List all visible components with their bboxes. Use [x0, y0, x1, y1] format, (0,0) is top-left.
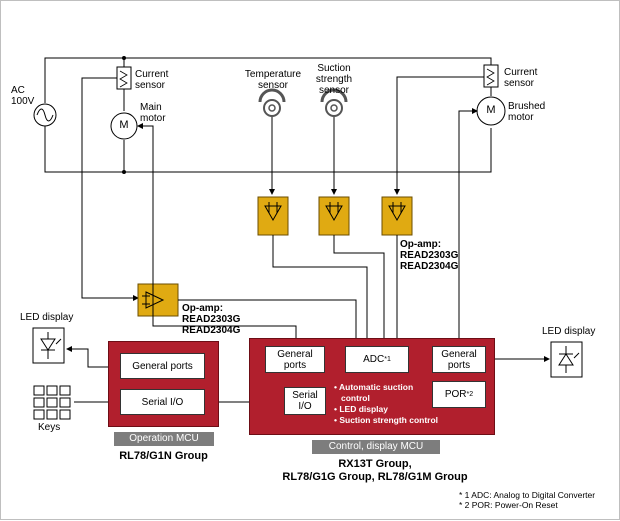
led-display-right-label: LED display	[542, 326, 596, 337]
footnote-por: * 2 POR: Power-On Reset	[459, 500, 558, 510]
brushed-motor-line1: Brushed	[508, 101, 546, 112]
control-mcu-por: POR*2	[432, 381, 486, 408]
main-motor-line1: Main	[140, 102, 162, 113]
ac-power-wiring	[44, 57, 492, 173]
main-motor-symbol: M	[119, 119, 129, 131]
current-sensor-left-line2: sensor	[135, 80, 166, 91]
keys-label: Keys	[38, 422, 61, 433]
feature-item: • Suction strength control	[334, 415, 439, 425]
current-sensor-right-label: Current sensor	[504, 67, 537, 89]
led-display-left-icon	[32, 327, 65, 364]
keys-icon	[33, 385, 71, 420]
opamp-lower-line3: READ2304G	[182, 325, 241, 336]
ac-source-icon	[33, 103, 57, 127]
junction-dots	[122, 56, 126, 174]
control-mcu-serial-io: Serial I/O	[284, 387, 326, 415]
control-mcu-tag: Control, display MCU	[312, 440, 440, 454]
control-mcu-group-line2: RL78/G1G Group, RL78/G1M Group	[282, 471, 468, 483]
feature-item: • Automatic suction	[334, 382, 414, 392]
control-mcu-features: • Automatic suction control • LED displa…	[334, 382, 438, 426]
suction-sensor-line3: sensor	[318, 85, 349, 96]
serial-io-line1: Serial	[292, 390, 318, 401]
main-motor-line2: motor	[140, 113, 166, 124]
current-sensor-left-line1: Current	[135, 69, 169, 80]
control-mcu-group-line1: RX13T Group,	[338, 458, 412, 470]
current-sensor-right-line1: Current	[504, 67, 538, 78]
opamp-upper-line3: READ2304G	[400, 261, 459, 272]
opamp-main-current	[137, 283, 179, 317]
brushed-motor-line2: motor	[508, 112, 534, 123]
temperature-sensor-line1: Temperature	[244, 69, 302, 80]
led-display-right-icon	[550, 341, 583, 378]
opamp-suction	[318, 196, 350, 236]
current-sensor-right-icon	[483, 64, 499, 88]
brushed-motor-symbol: M	[486, 104, 496, 116]
feature-item: control	[341, 393, 370, 403]
ac-label: AC 100V	[11, 85, 34, 107]
opamp-lower-line2: READ2303G	[182, 314, 241, 325]
operation-mcu-serial-io: Serial I/O	[120, 389, 205, 415]
operation-mcu-general-ports: General ports	[120, 353, 205, 379]
ac-label-line1: AC	[11, 85, 25, 96]
general-ports-left-line2: ports	[283, 359, 307, 371]
suction-sensor-icon	[320, 88, 348, 117]
ac-label-line2: 100V	[11, 96, 35, 107]
footnotes: * 1 ADC: Analog to Digital Converter * 2…	[459, 490, 595, 510]
opamp-brushed-current	[381, 196, 413, 236]
control-mcu-adc: ADC*1	[345, 346, 409, 373]
main-motor-label: Main motor	[140, 102, 166, 124]
por-note: *2	[466, 391, 474, 398]
general-ports-right-line2: ports	[447, 359, 471, 371]
current-sensor-right-line2: sensor	[504, 78, 535, 89]
operation-mcu-group: RL78/G1N Group	[119, 450, 208, 462]
temperature-sensor-label: Temperature sensor	[239, 69, 307, 91]
led-display-left-label: LED display	[20, 312, 74, 323]
opamp-upper-line1: Op-amp:	[400, 239, 442, 250]
general-ports-right-line1: General	[441, 348, 477, 360]
opamp-lower-label: Op-amp: READ2303G READ2304G	[182, 303, 240, 336]
serial-io-line2: I/O	[298, 401, 312, 412]
general-ports-left-line1: General	[277, 348, 313, 360]
opamp-lower-line1: Op-amp:	[182, 303, 224, 314]
temperature-sensor-icon	[258, 88, 286, 117]
motor-control-lines	[137, 108, 478, 344]
feature-item: • LED display	[334, 404, 388, 414]
control-mcu-general-ports-left: General ports	[265, 346, 325, 373]
control-mcu-group: RX13T Group, RL78/G1G Group, RL78/G1M Gr…	[259, 458, 491, 484]
opamp-output-lines	[178, 235, 400, 345]
control-mcu-general-ports-right: General ports	[432, 346, 486, 373]
sensor-signal-lines	[81, 76, 484, 301]
current-sensor-left-label: Current sensor	[135, 69, 168, 91]
current-sensor-left-icon	[116, 66, 132, 90]
opamp-upper-label: Op-amp: READ2303G READ2304G	[400, 239, 458, 272]
opamp-upper-line2: READ2303G	[400, 250, 459, 261]
opamp-temperature	[257, 196, 289, 236]
suction-sensor-line2: strength	[315, 74, 353, 85]
por-label: POR	[444, 389, 467, 400]
brushed-motor-label: Brushed motor	[508, 101, 545, 123]
operation-mcu-tag: Operation MCU	[114, 432, 214, 446]
suction-sensor-label: Suction strength sensor	[307, 63, 361, 96]
footnote-adc: * 1 ADC: Analog to Digital Converter	[459, 490, 596, 500]
suction-sensor-line1: Suction	[317, 63, 351, 74]
temperature-sensor-line2: sensor	[257, 80, 288, 91]
adc-note: *1	[384, 356, 391, 363]
adc-label: ADC	[363, 354, 385, 365]
